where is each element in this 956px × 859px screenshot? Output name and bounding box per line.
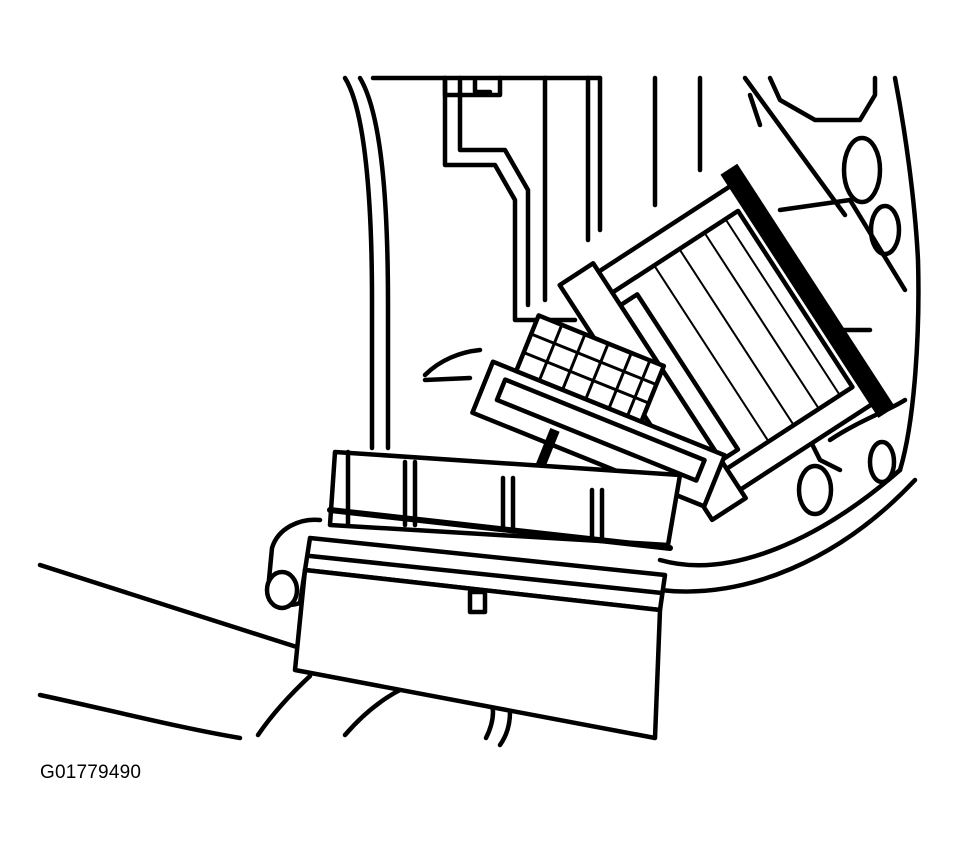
pin-grid <box>522 323 658 418</box>
right-shell <box>742 75 921 517</box>
housing-outline <box>342 75 703 451</box>
figure-id-label: G01779490 <box>40 762 142 783</box>
center-connector <box>470 313 728 509</box>
main-connector-block <box>264 449 683 741</box>
connector-ribs <box>653 218 841 443</box>
